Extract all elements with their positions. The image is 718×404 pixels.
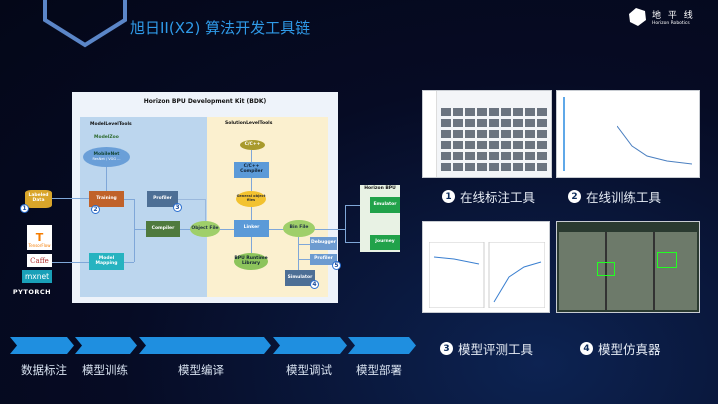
journey-node: Journey <box>370 235 400 250</box>
tool-2-label: 在线训练工具 <box>586 190 662 205</box>
tool-4-label: 模型仿真器 <box>598 342 661 357</box>
model-zoo-label: ModelZoo <box>94 135 119 140</box>
model-zoo-sub: ResNet / VGG ... <box>92 156 121 161</box>
cpp-compiler-node: C/C++ Compiler <box>234 162 269 178</box>
linker-node: Linker <box>234 220 269 237</box>
mxnet-logo: mxnet <box>22 270 52 283</box>
tensorflow-label: TensorFlow <box>28 243 51 248</box>
object-file-node: Object File <box>190 221 220 237</box>
tool-4-number: 4 <box>580 342 593 355</box>
training-tool-screenshot <box>556 90 700 178</box>
simulator-screenshot <box>556 221 700 313</box>
model-level-label: ModelLevelTools <box>90 122 132 127</box>
cpp-node: C/C++ <box>240 140 265 150</box>
stage-label: 模型调试 <box>286 363 332 377</box>
model-mapping-node: Model Mapping <box>89 253 124 270</box>
evaluation-tool-screenshot <box>422 221 550 313</box>
tool-1-label: 在线标注工具 <box>460 190 536 205</box>
tool-2: 2 在线训练工具 <box>568 187 661 206</box>
general-object-files-node: General object files <box>236 191 266 207</box>
tool-2-number: 2 <box>568 190 581 203</box>
tool-1-number: 1 <box>442 190 455 203</box>
stage-label: 模型编译 <box>178 363 224 377</box>
labeled-data-node: Labeled Data <box>25 190 52 208</box>
mobilenet-label: MobileNet <box>93 151 120 157</box>
badge-2: 2 <box>91 205 100 214</box>
badge-1: 1 <box>20 204 29 213</box>
debugger-node: Debugger <box>310 237 337 250</box>
stage-chevron-1 <box>10 337 74 354</box>
profiler2-node: Profiler <box>310 254 337 265</box>
bin-file-node: Bin File <box>283 220 315 237</box>
bpu-label: Horizon BPU <box>364 186 396 191</box>
solution-level-panel <box>207 117 328 297</box>
page-title: 旭日II(X2) 算法开发工具链 <box>130 19 311 37</box>
training-node: Training <box>89 191 124 207</box>
emulator-node: Emulator <box>370 197 400 213</box>
stage-chevron-3 <box>139 337 271 354</box>
runtime-library-node: BPU Runtime Library <box>234 253 268 270</box>
badge-4: 4 <box>310 280 319 289</box>
badge-5: 5 <box>332 261 341 270</box>
stage-label: 模型训练 <box>82 363 128 377</box>
stage-chevron-4 <box>273 337 347 354</box>
diagram-title: Horizon BPU Development Kit (BDK) <box>143 98 267 105</box>
hexagon-decoration <box>43 0 127 48</box>
tool-1: 1 在线标注工具 <box>442 187 535 206</box>
annotation-tool-screenshot <box>422 90 552 178</box>
simulator-node: Simulator <box>285 270 315 286</box>
badge-3: 3 <box>173 203 182 212</box>
caffe-logo: Caffe <box>27 254 52 267</box>
tool-4: 4 模型仿真器 <box>580 339 661 358</box>
pytorch-logo: PYTORCH <box>12 288 52 296</box>
logo-cn: 地 平 线 <box>652 11 695 21</box>
tool-3-label: 模型评测工具 <box>458 342 534 357</box>
logo-en: Horizon Robotics <box>652 21 690 26</box>
solution-level-label: SolutionLevelTools <box>225 121 273 126</box>
brain-logo-icon <box>629 8 646 26</box>
stage-label: 模型部署 <box>356 363 402 377</box>
compiler-node: Compiler <box>146 221 180 237</box>
tool-3-number: 3 <box>440 342 453 355</box>
profiler-node: Profiler <box>147 191 178 207</box>
stage-chevron-5 <box>348 337 416 354</box>
stage-chevron-2 <box>75 337 137 354</box>
tool-3: 3 模型评测工具 <box>440 339 533 358</box>
stage-label: 数据标注 <box>21 363 67 377</box>
